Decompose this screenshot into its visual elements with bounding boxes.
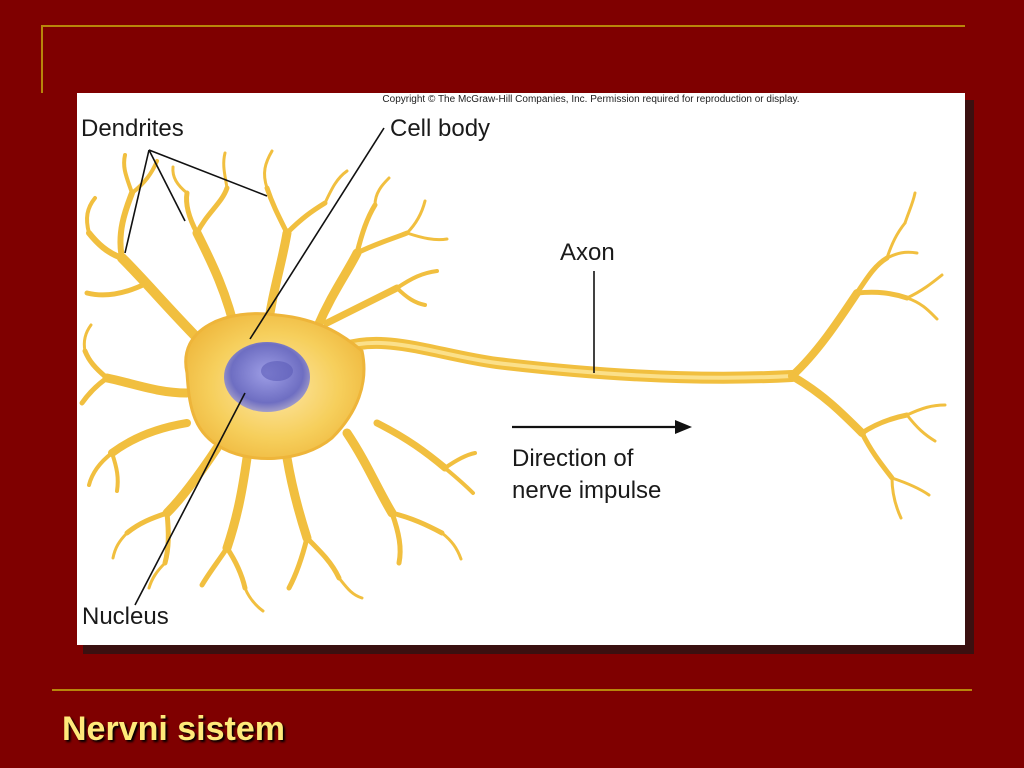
leader-lines: [124, 127, 595, 606]
dendrites-leader-3: [148, 149, 268, 197]
direction-arrow: [512, 420, 692, 434]
dendrites-leader-1: [124, 149, 150, 254]
cell-body-leader: [249, 127, 385, 340]
axon-label: Axon: [560, 239, 615, 266]
left-rule: [41, 25, 43, 93]
dendrites-label: Dendrites: [81, 115, 184, 142]
top-rule: [43, 25, 965, 27]
nucleus-leader: [134, 392, 246, 606]
neuron-diagram: [79, 127, 947, 613]
direction-label: Direction of nerve impulse: [512, 445, 662, 504]
dendrites-leader-2: [148, 149, 186, 222]
cell-body: [184, 312, 366, 460]
axon-terminals: [788, 191, 947, 520]
copyright-notice: Copyright © The McGraw-Hill Companies, I…: [382, 94, 800, 105]
bottom-rule: [52, 689, 972, 691]
neuron-figure: Copyright © The McGraw-Hill Companies, I…: [77, 93, 965, 645]
nucleus-label: Nucleus: [82, 603, 169, 630]
slide-title: Nervni sistem: [62, 710, 285, 748]
axon: [336, 336, 798, 384]
cell-body-label: Cell body: [390, 115, 491, 142]
